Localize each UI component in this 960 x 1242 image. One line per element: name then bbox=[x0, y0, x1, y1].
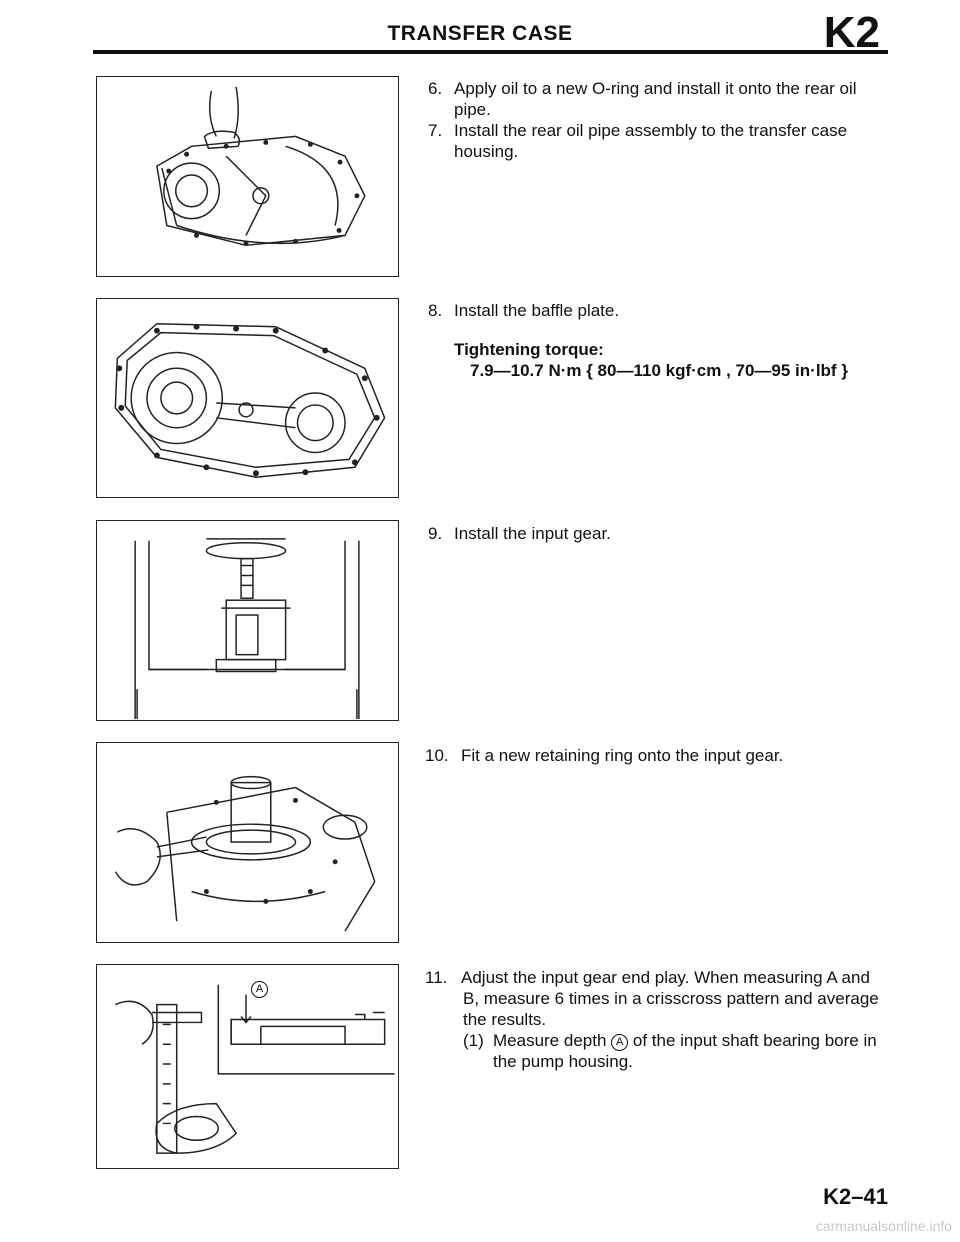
page-number: K2–41 bbox=[823, 1184, 888, 1209]
step-text: Apply oil to a new O-ring and install it… bbox=[454, 79, 857, 98]
page-title: TRANSFER CASE bbox=[387, 22, 573, 45]
step-number: 7. bbox=[428, 121, 443, 140]
torque-label: Tightening torque: bbox=[454, 340, 604, 359]
step-text: the results. bbox=[463, 1010, 547, 1029]
figure-baffle-plate bbox=[96, 298, 399, 498]
figure-retaining-ring bbox=[96, 742, 399, 943]
step-10: 10. Fit a new retaining ring onto the inp… bbox=[425, 745, 885, 766]
substep-text: Measure depth bbox=[493, 1031, 607, 1050]
figure-rear-oil-pipe bbox=[96, 76, 399, 277]
step-text: Install the input gear. bbox=[454, 524, 611, 543]
step-text: pipe. bbox=[454, 100, 491, 119]
step-number: 8. bbox=[428, 301, 443, 320]
step-number: 9. bbox=[428, 524, 443, 543]
substep-text: the pump housing. bbox=[493, 1052, 633, 1071]
step-text: housing. bbox=[454, 142, 519, 161]
step-number: 11. bbox=[425, 968, 448, 987]
marker-a: A bbox=[611, 1034, 629, 1051]
step-11: 11. Adjust the input gear end play. When … bbox=[425, 967, 888, 1072]
step-7: 7. Install the rear oil pipe assembly to … bbox=[428, 120, 888, 162]
figure-input-gear-press bbox=[96, 520, 399, 721]
substep-1: (1) Measure depth A of the input shaft be… bbox=[425, 1030, 888, 1072]
step-number: 6. bbox=[428, 79, 443, 98]
step-text: B, measure 6 times in a crisscross patte… bbox=[463, 989, 879, 1008]
watermark: carmanualsonline.info bbox=[815, 1218, 952, 1234]
step-text: Install the baffle plate. bbox=[454, 301, 620, 320]
substep-text: of the input shaft bearing bore in bbox=[632, 1031, 877, 1050]
step-text: Install the rear oil pipe assembly to th… bbox=[454, 121, 848, 140]
step-9: 9. Install the input gear. bbox=[428, 523, 888, 544]
step-number: 10. bbox=[425, 746, 449, 765]
step-text: Fit a new retaining ring onto the input … bbox=[461, 746, 784, 765]
figure-measure-depth: A bbox=[96, 964, 399, 1169]
substep-number: (1) bbox=[463, 1031, 484, 1050]
step-text: Adjust the input gear end play. When mea… bbox=[461, 968, 870, 987]
torque-value: 7.9—10.7 N·m { 80—110 kgf·cm , 70—95 in·… bbox=[470, 361, 848, 380]
figure-marker-a: A bbox=[251, 981, 268, 998]
header-rule bbox=[93, 50, 888, 54]
step-8: 8. Install the baffle plate. Tightening t… bbox=[428, 300, 888, 381]
section-code: K2 bbox=[823, 8, 880, 57]
step-6: 6. Apply oil to a new O-ring and install … bbox=[428, 78, 888, 120]
